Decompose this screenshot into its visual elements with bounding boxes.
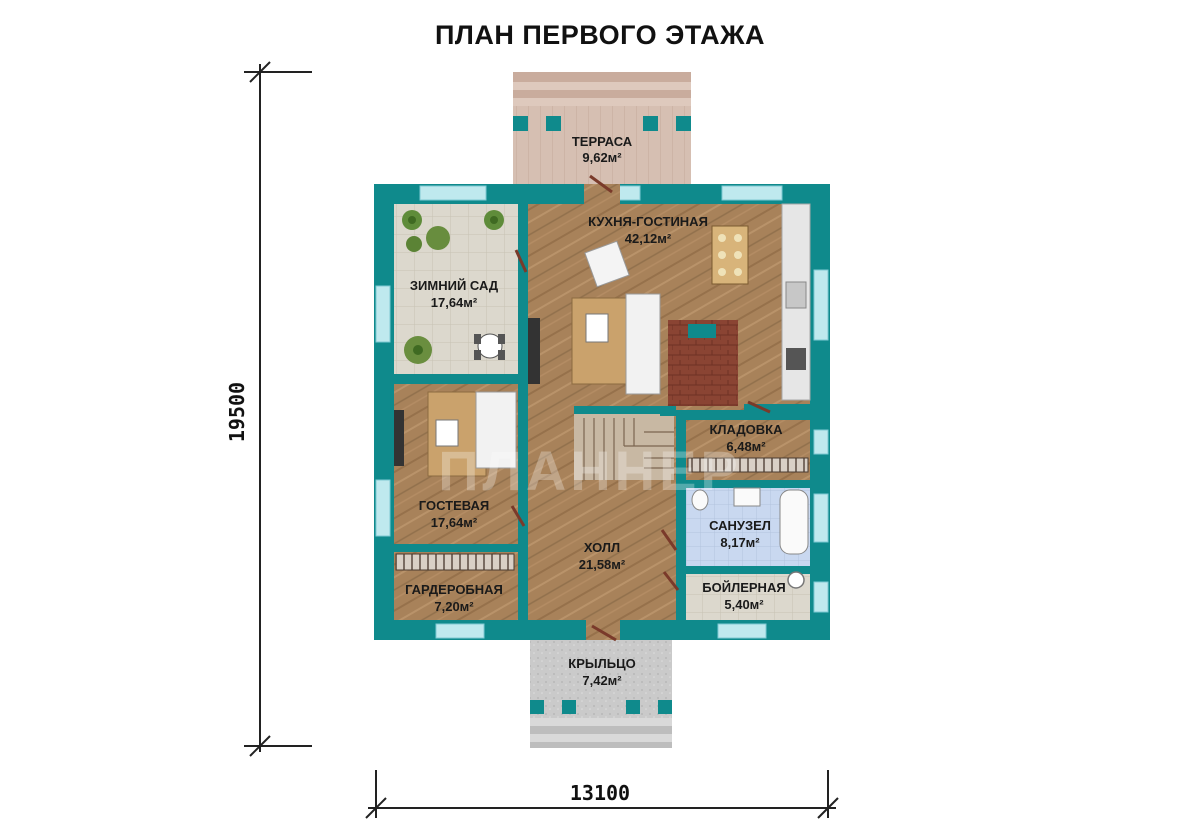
pantry-name: КЛАДОВКА: [709, 422, 783, 437]
bathroom-area-label: 8,17м²: [720, 535, 760, 550]
winter-garden-furniture: [402, 210, 505, 364]
width-dimension-label: 13100: [570, 781, 630, 805]
boiler-icon: [787, 571, 805, 589]
door-swings: [510, 249, 771, 591]
garden-name: ЗИМНИЙ САД: [410, 278, 499, 293]
terrace-name: ТЕРРАСА: [572, 134, 633, 149]
hall-area-label: 21,58м²: [579, 557, 626, 572]
watermark: ПЛАННЕР: [438, 439, 742, 502]
width-dimension: [365, 770, 839, 819]
wardrobe-name: ГАРДЕРОБНАЯ: [405, 582, 503, 597]
porch-door: [586, 620, 620, 640]
porch-name: КРЫЛЬЦО: [568, 656, 635, 671]
boiler-name: БОЙЛЕРНАЯ: [702, 580, 785, 595]
windows: [375, 185, 829, 639]
pantry-rack: [687, 457, 809, 473]
bathroom-fixtures: [691, 487, 809, 555]
kitchen-area-label: 42,12м²: [625, 231, 672, 246]
height-dimension-label: 19500: [225, 382, 249, 442]
fireplace-insert: [688, 324, 716, 338]
kitchen-living-furniture: [528, 203, 811, 401]
porch-area: [530, 638, 672, 748]
plan-title: ПЛАН ПЕРВОГО ЭТАЖА: [435, 20, 765, 50]
hall-name: ХОЛЛ: [584, 540, 620, 555]
guest-area-label: 17,64м²: [431, 515, 478, 530]
staircase: [574, 406, 676, 480]
wardrobe-area-label: 7,20м²: [434, 599, 474, 614]
interior-walls: [394, 204, 810, 620]
guest-room-furniture: [394, 391, 517, 477]
garden-area-label: 17,64м²: [431, 295, 478, 310]
bathroom-name: САНУЗЕЛ: [709, 518, 771, 533]
height-dimension: [244, 61, 312, 757]
terrace-door: [584, 184, 620, 204]
boiler-area-label: 5,40м²: [724, 597, 764, 612]
pantry-area-label: 6,48м²: [726, 439, 766, 454]
porch-area-label: 7,42м²: [582, 673, 622, 688]
wardrobe-rack: [395, 553, 515, 571]
kitchen-name: КУХНЯ-ГОСТИНАЯ: [588, 214, 708, 229]
guest-name: ГОСТЕВАЯ: [419, 498, 489, 513]
terrace-area: [513, 72, 691, 184]
room-labels: ТЕРРАСА 9,62м² КУХНЯ-ГОСТИНАЯ 42,12м² ЗИ…: [405, 134, 786, 688]
terrace-area-label: 9,62м²: [582, 150, 622, 165]
